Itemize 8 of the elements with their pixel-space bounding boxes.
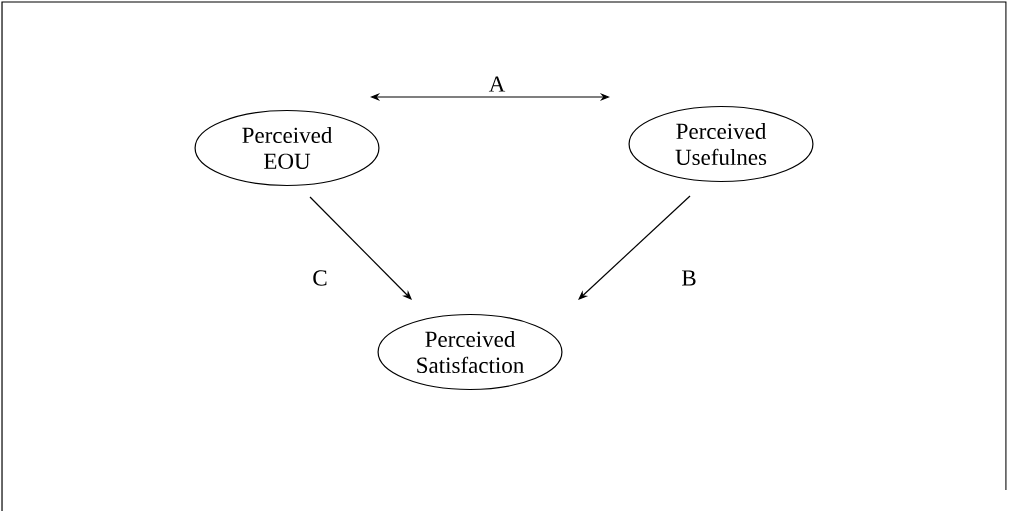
arrow	[309, 196, 412, 300]
edge-label: B	[682, 270, 696, 286]
ellipse-node: Perceived Usefulnes	[628, 105, 814, 183]
ellipse-node: Perceived Satisfaction	[377, 313, 563, 391]
edge-label: C	[313, 270, 327, 286]
arrow	[578, 195, 691, 300]
ellipse-node: Perceived EOU	[194, 109, 380, 187]
edge-label: A	[488, 76, 506, 92]
